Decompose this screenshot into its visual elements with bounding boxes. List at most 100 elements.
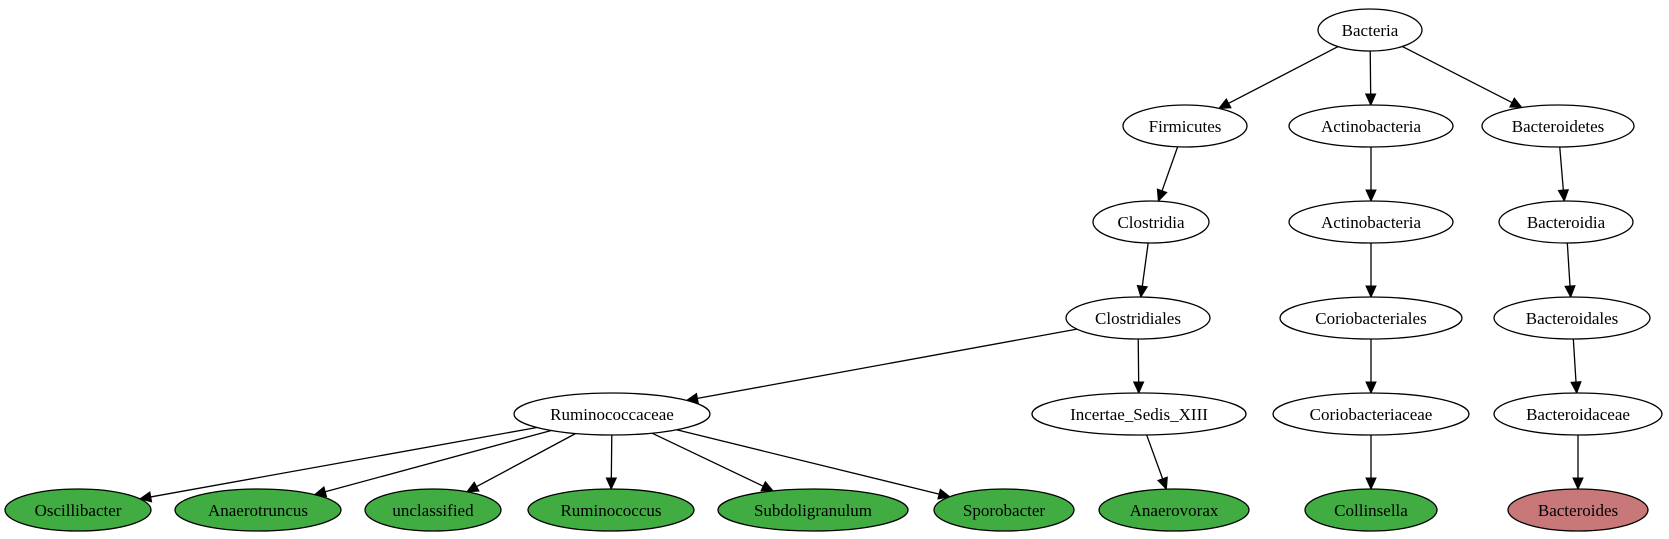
edge-clostridiales-to-ruminococcaceae: [685, 328, 1078, 405]
node-label: Firmicutes: [1149, 117, 1222, 136]
node-ellipse: [364, 488, 502, 532]
node-label: Bacteroidia: [1527, 213, 1606, 232]
node-ellipse: [1493, 392, 1663, 436]
arrowhead-icon: [138, 491, 153, 503]
node-ellipse: [1065, 296, 1211, 340]
node-bacteroidaceae: Bacteroidaceae: [1493, 392, 1663, 436]
node-anaerotruncus: Anaerotruncus: [174, 488, 342, 532]
arrowhead-icon: [605, 477, 618, 491]
node-label: Anaerovorax: [1130, 501, 1219, 520]
node-ruminococcus: Ruminococcus: [527, 488, 695, 532]
node-clostridia: Clostridia: [1092, 200, 1210, 244]
edge-clostridia-to-clostridiales: [1136, 242, 1149, 299]
node-ellipse: [1279, 296, 1463, 340]
node-ellipse: [527, 488, 695, 532]
arrowhead-icon: [1157, 476, 1168, 491]
node-oscillibacter: Oscillibacter: [4, 488, 152, 532]
edge-line: [476, 432, 576, 488]
edge-line: [1228, 45, 1339, 104]
node-ellipse: [1507, 488, 1649, 532]
node-actinobacteria_class: Actinobacteria: [1288, 200, 1454, 244]
arrowhead-icon: [1365, 285, 1377, 299]
node-actinobacteria_phylum: Actinobacteria: [1288, 104, 1454, 148]
node-subdoligranulum: Subdoligranulum: [717, 488, 909, 532]
edge-bacteroidaceae-to-bacteroides: [1572, 435, 1584, 491]
edge-bacteroidetes-to-bacteroidia: [1557, 146, 1570, 203]
edge-clostridiales-to-incertae_sedis_xiii: [1132, 338, 1145, 395]
arrowhead-icon: [1365, 477, 1377, 491]
node-label: unclassified: [392, 501, 474, 520]
node-ellipse: [1031, 392, 1247, 436]
node-ellipse: [1092, 200, 1210, 244]
node-label: Bacteria: [1342, 21, 1399, 40]
node-collinsella: Collinsella: [1304, 488, 1438, 532]
arrowhead-icon: [1132, 381, 1145, 395]
arrowhead-icon: [1508, 97, 1523, 109]
node-ellipse: [933, 488, 1075, 532]
edges-layer: [138, 45, 1584, 503]
node-ellipse: [1304, 488, 1438, 532]
node-clostridiales: Clostridiales: [1065, 296, 1211, 340]
edge-ruminococcaceae-to-ruminococcus: [605, 434, 618, 491]
node-label: Clostridia: [1117, 213, 1185, 232]
edge-line: [1566, 242, 1571, 287]
node-label: Incertae_Sedis_XIII: [1070, 405, 1208, 424]
node-label: Sporobacter: [963, 501, 1045, 520]
edge-line: [325, 429, 552, 493]
node-firmicutes: Firmicutes: [1122, 104, 1248, 148]
node-ellipse: [1288, 200, 1454, 244]
node-ellipse: [1317, 8, 1423, 52]
edge-coriobacteriales-to-coriobacteriaceae: [1365, 339, 1377, 395]
node-label: Actinobacteria: [1321, 117, 1422, 136]
arrowhead-icon: [1365, 189, 1377, 203]
node-ellipse: [1288, 104, 1454, 148]
arrowhead-icon: [760, 480, 775, 492]
node-bacteroidales: Bacteroidales: [1493, 296, 1651, 340]
node-label: Ruminococcus: [560, 501, 661, 520]
node-ellipse: [1098, 488, 1250, 532]
edge-line: [150, 426, 538, 498]
node-label: Ruminococcaceae: [550, 405, 674, 424]
node-label: Bacteroidetes: [1512, 117, 1605, 136]
node-ellipse: [513, 392, 711, 436]
node-label: Bacteroidales: [1526, 309, 1619, 328]
edge-line: [1141, 242, 1149, 287]
node-bacteroidetes: Bacteroidetes: [1481, 104, 1635, 148]
edge-line: [697, 328, 1078, 400]
node-ellipse: [1498, 200, 1634, 244]
edge-actinobacteria_phylum-to-actinobacteria_class: [1365, 147, 1377, 203]
arrowhead-icon: [1364, 93, 1377, 107]
arrowhead-icon: [1570, 381, 1582, 395]
edge-ruminococcaceae-to-unclassified: [465, 432, 576, 493]
edge-bacteria-to-actinobacteria_phylum: [1364, 50, 1377, 107]
node-label: Bacteroidaceae: [1526, 405, 1630, 424]
arrowhead-icon: [1572, 477, 1584, 491]
edge-line: [1572, 338, 1577, 383]
node-label: Coriobacteriales: [1315, 309, 1426, 328]
edge-line: [1401, 45, 1513, 104]
node-anaerovorax: Anaerovorax: [1098, 488, 1250, 532]
edge-bacteroidales-to-bacteroidaceae: [1570, 338, 1582, 395]
edge-ruminococcaceae-to-sporobacter: [676, 429, 951, 500]
arrowhead-icon: [465, 481, 480, 493]
node-label: Coriobacteriaceae: [1310, 405, 1433, 424]
node-ellipse: [174, 488, 342, 532]
node-ellipse: [1122, 104, 1248, 148]
node-label: Subdoligranulum: [754, 501, 872, 520]
node-coriobacteriales: Coriobacteriales: [1279, 296, 1463, 340]
node-ruminococcaceae: Ruminococcaceae: [513, 392, 711, 436]
node-ellipse: [1493, 296, 1651, 340]
edge-line: [1559, 146, 1564, 191]
edge-line: [676, 429, 940, 495]
arrowhead-icon: [1564, 285, 1576, 299]
node-ellipse: [717, 488, 909, 532]
node-coriobacteriaceae: Coriobacteriaceae: [1272, 392, 1470, 436]
edge-line: [1146, 434, 1164, 479]
edge-ruminococcaceae-to-anaerotruncus: [313, 429, 552, 498]
node-bacteroides: Bacteroides: [1507, 488, 1649, 532]
node-label: Bacteroides: [1538, 501, 1618, 520]
node-ellipse: [4, 488, 152, 532]
arrowhead-icon: [1156, 188, 1168, 203]
node-ellipse: [1481, 104, 1635, 148]
